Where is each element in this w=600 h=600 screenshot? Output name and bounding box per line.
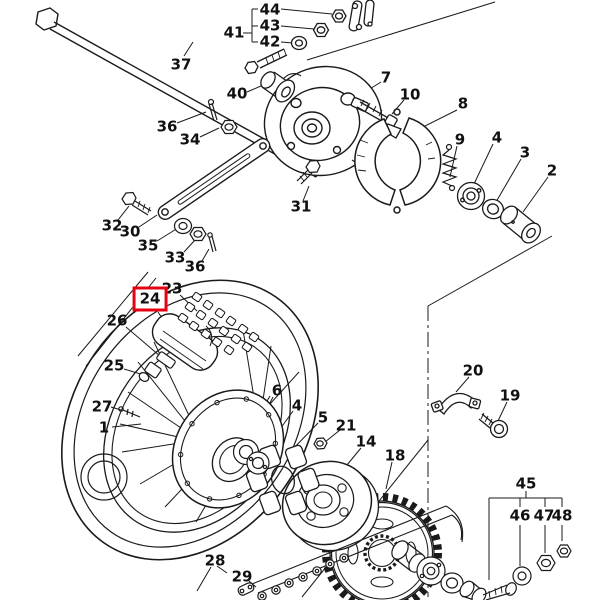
- tire-inner: [73, 292, 307, 548]
- part-label-42: 42: [259, 32, 281, 51]
- part-label-2: 2: [546, 161, 558, 180]
- tire-section-outer: [80, 453, 128, 501]
- nut-47: [536, 554, 556, 572]
- tire-tread-23: [177, 291, 260, 356]
- cotter-pin-36-lower: [207, 232, 213, 238]
- cush-drive-damper: [245, 444, 320, 516]
- part-label-27: 27: [91, 397, 113, 416]
- wheel-bearing-top: [456, 181, 542, 244]
- part-label-4: 4: [491, 128, 503, 147]
- part-label-48: 48: [551, 506, 573, 525]
- part-label-37: 37: [170, 55, 192, 74]
- spoke-nipple-27: [118, 406, 141, 418]
- part-label-36: 36: [156, 117, 178, 136]
- part-label-31: 31: [290, 197, 312, 216]
- spacer-collar: [499, 205, 542, 244]
- adjuster-bolt-group: [482, 544, 572, 600]
- part-label-41: 41: [223, 23, 245, 42]
- part-label-20: 20: [462, 361, 484, 380]
- bolt-19: [478, 412, 509, 439]
- part-label-4-2: 4: [291, 396, 303, 415]
- part-label-19: 19: [499, 386, 521, 405]
- part-label-1: 1: [98, 418, 110, 437]
- brake-shoe-spring: [441, 143, 458, 192]
- cotter-pin-36-upper: [207, 98, 238, 135]
- washer-35: [173, 217, 193, 235]
- part-label-26: 26: [106, 311, 128, 330]
- part-label-47: 47: [533, 506, 555, 525]
- part-label-7: 7: [380, 68, 392, 87]
- collar-40: [260, 71, 296, 103]
- part-label-32: 32: [101, 216, 123, 235]
- part-label-9: 9: [454, 130, 466, 149]
- tire-outer: [61, 279, 319, 561]
- part-label-46: 46: [509, 506, 531, 525]
- part-label-33: 33: [164, 248, 186, 267]
- valve-cap: [138, 372, 150, 382]
- drive-chain: [237, 505, 464, 600]
- bolt-31-head: [305, 159, 321, 174]
- part-label-43: 43: [259, 16, 281, 35]
- part-label-8: 8: [457, 94, 469, 113]
- part-label-10: 10: [399, 85, 421, 104]
- chain-guide-clamp: [430, 392, 482, 415]
- part-label-25: 25: [103, 356, 125, 375]
- part-label-6: 6: [271, 381, 283, 400]
- part-label-14: 14: [355, 432, 377, 451]
- part-label-40: 40: [226, 84, 248, 103]
- part-label-34: 34: [179, 130, 201, 149]
- hub-bearing-seal: [232, 437, 328, 475]
- nut-33: [189, 226, 207, 242]
- bolt-45-head: [505, 582, 517, 596]
- part-label-36-2: 36: [184, 257, 206, 276]
- part-label-5: 5: [317, 408, 329, 427]
- bolt-32-head: [121, 191, 137, 206]
- nut-48: [556, 544, 572, 558]
- part-label-18: 18: [384, 446, 406, 465]
- nut-21: [313, 437, 328, 450]
- part-label-3: 3: [519, 143, 531, 162]
- part-label-29: 29: [231, 567, 253, 586]
- torque-arm: [157, 137, 271, 221]
- washer-46: [512, 566, 532, 586]
- valve-stem: [138, 351, 176, 382]
- tire-section-hole: [87, 460, 121, 494]
- part-label-45: 45: [515, 474, 537, 493]
- torque-arm-group: [121, 137, 321, 253]
- part-label-35: 35: [137, 236, 159, 255]
- brake-shoes: [354, 108, 442, 214]
- brake-panel: [263, 65, 383, 177]
- tube-band-24: [151, 313, 219, 371]
- part-label-28: 28: [204, 551, 226, 570]
- brake-rod-links: [244, 0, 375, 75]
- highlighted-part-label-24: 24: [132, 286, 168, 312]
- part-label-21: 21: [335, 416, 357, 435]
- sprocket-teeth: [322, 493, 442, 600]
- part-label-30: 30: [119, 222, 141, 241]
- bolt-head: [244, 60, 259, 75]
- axle-spacer-bearing-stack: [391, 540, 487, 600]
- part-label-44: 44: [259, 0, 281, 19]
- master-link-29: [237, 582, 255, 596]
